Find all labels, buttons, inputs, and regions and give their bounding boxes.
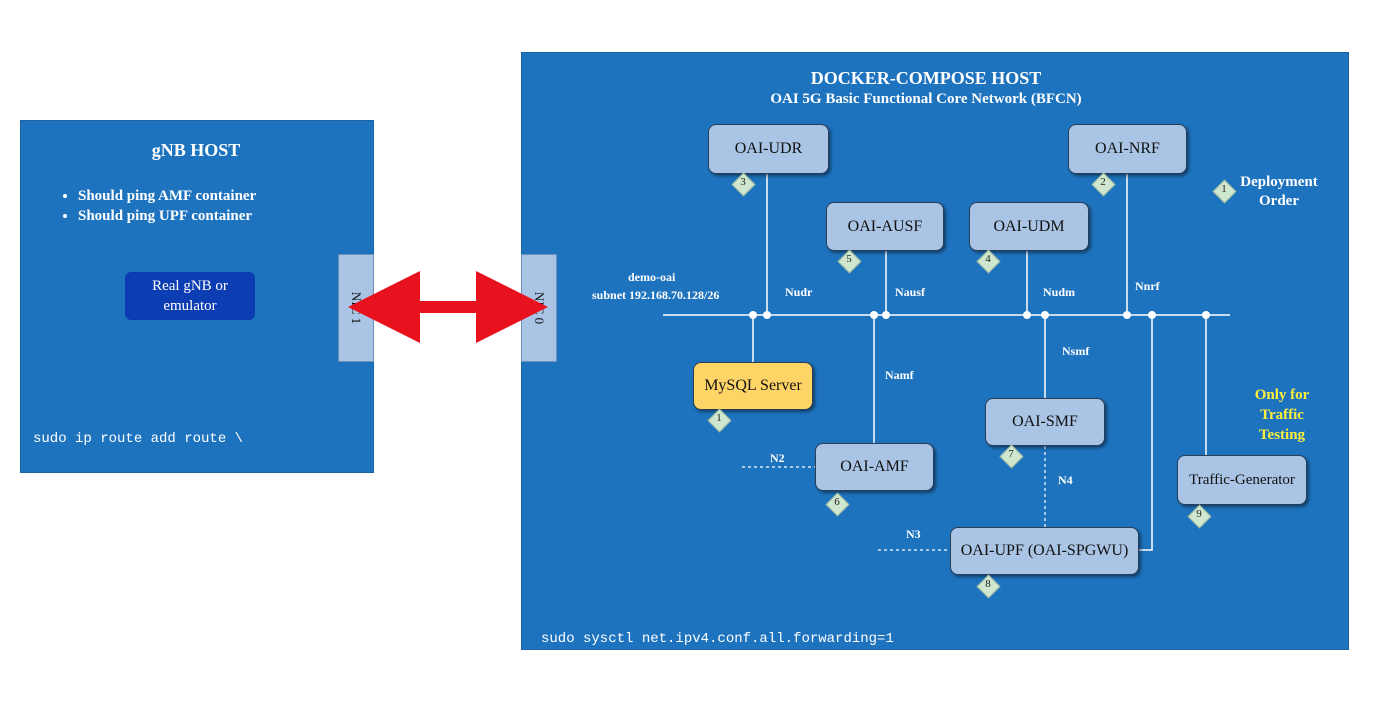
requirement-ping-amf: Should ping AMF container	[78, 186, 256, 206]
legend-label: Deployment Order	[1234, 173, 1324, 211]
gnb-route-command: sudo ip route add route \ 192.168.70.128…	[33, 394, 327, 574]
junction-dot	[870, 311, 878, 319]
legend-badge: 1	[1212, 179, 1237, 204]
gnb-command-line-3: dev NIC1	[33, 539, 101, 555]
real-gnb-label-line-2: emulator	[163, 298, 217, 314]
order-badge-traffic-gen: 9	[1187, 504, 1212, 529]
oai-smf-label: OAI-SMF	[1012, 413, 1078, 430]
junction-dot	[882, 311, 890, 319]
oai-udm-box[interactable]: OAI-UDM	[969, 202, 1089, 251]
nausf-label: Nausf	[895, 285, 926, 299]
order-badge-ausf: 5	[837, 249, 862, 274]
oai-ausf-box[interactable]: OAI-AUSF	[826, 202, 944, 251]
junction-dot	[1148, 311, 1156, 319]
core-host-title: DOCKER-COMPOSE HOST	[810, 68, 1042, 88]
core-command-line-2: sudo iptables -P FORWARD ACCEPT	[541, 685, 802, 701]
traffic-note-line-1: Only for	[1254, 387, 1310, 403]
legend-label-line-1: Deployment	[1240, 174, 1318, 190]
order-badge-upf: 8	[976, 574, 1001, 599]
order-badge-udm: 4	[976, 249, 1001, 274]
legend-label-line-2: Order	[1259, 193, 1299, 209]
nudr-label: Nudr	[785, 285, 813, 299]
nnrf-label: Nnrf	[1135, 279, 1160, 293]
nsmf-label: Nsmf	[1062, 344, 1090, 358]
oai-udr-label: OAI-UDR	[734, 140, 803, 157]
requirement-ping-upf: Should ping UPF container	[78, 206, 256, 226]
oai-amf-box[interactable]: OAI-AMF	[815, 443, 934, 491]
oai-nrf-box[interactable]: OAI-NRF	[1068, 124, 1187, 174]
traffic-generator-label: Traffic-Generator	[1189, 471, 1295, 488]
real-gnb-box[interactable]: Real gNB or emulator	[125, 272, 255, 320]
mysql-server-box[interactable]: MySQL Server	[693, 362, 813, 410]
oai-upf-label: OAI-UPF (OAI-SPGWU)	[960, 542, 1129, 559]
core-command-line-1: sudo sysctl net.ipv4.conf.all.forwarding…	[541, 631, 894, 647]
order-badge-smf: 7	[999, 444, 1024, 469]
upf-link	[1138, 315, 1153, 551]
order-badge-amf: 6	[825, 492, 850, 517]
oai-smf-box[interactable]: OAI-SMF	[985, 398, 1105, 446]
gnb-requirements-list: Should ping AMF container Should ping UP…	[58, 186, 256, 226]
connections-layer	[348, 174, 1230, 551]
order-badge-nrf: 2	[1091, 172, 1116, 197]
junction-dot	[1202, 311, 1210, 319]
oai-udm-label: OAI-UDM	[993, 217, 1065, 235]
network-name-label: demo-oai	[628, 270, 676, 284]
order-badge-udr: 3	[731, 172, 756, 197]
traffic-generator-box[interactable]: Traffic-Generator	[1177, 455, 1307, 505]
oai-ausf-label: OAI-AUSF	[847, 217, 923, 235]
traffic-testing-note: Only for Traffic Testing	[1245, 385, 1319, 445]
subnet-label: subnet 192.168.70.128/26	[592, 288, 720, 302]
order-badge-mysql: 1	[707, 408, 732, 433]
oai-upf-box[interactable]: OAI-UPF (OAI-SPGWU)	[950, 527, 1139, 575]
nudm-label: Nudm	[1043, 285, 1076, 299]
gnb-host-title: gNB HOST	[151, 140, 241, 160]
oai-nrf-label: OAI-NRF	[1095, 140, 1160, 157]
oai-udr-box[interactable]: OAI-UDR	[708, 124, 829, 174]
namf-label: Namf	[885, 368, 914, 382]
gnb-command-line-1: sudo ip route add route \	[33, 431, 244, 447]
real-gnb-label-line-1: Real gNB or	[152, 278, 228, 294]
junction-dot	[763, 311, 771, 319]
n4-label: N4	[1058, 473, 1073, 487]
n2-label: N2	[770, 451, 785, 465]
junction-dot	[1123, 311, 1131, 319]
junction-dot	[1041, 311, 1049, 319]
traffic-note-line-2: Traffic	[1260, 407, 1304, 423]
oai-amf-label: OAI-AMF	[840, 458, 909, 475]
gnb-command-line-2: 192.168.70.128/26 via IP_ADDR_NIC0\	[33, 485, 328, 501]
junction-dot	[1023, 311, 1031, 319]
n3-label: N3	[906, 527, 921, 541]
junction-dot	[749, 311, 757, 319]
mysql-server-label: MySQL Server	[704, 377, 802, 394]
traffic-note-line-3: Testing	[1258, 427, 1306, 443]
core-host-commands: sudo sysctl net.ipv4.conf.all.forwarding…	[541, 594, 894, 720]
core-host-subtitle: OAI 5G Basic Functional Core Network (BF…	[770, 91, 1082, 107]
